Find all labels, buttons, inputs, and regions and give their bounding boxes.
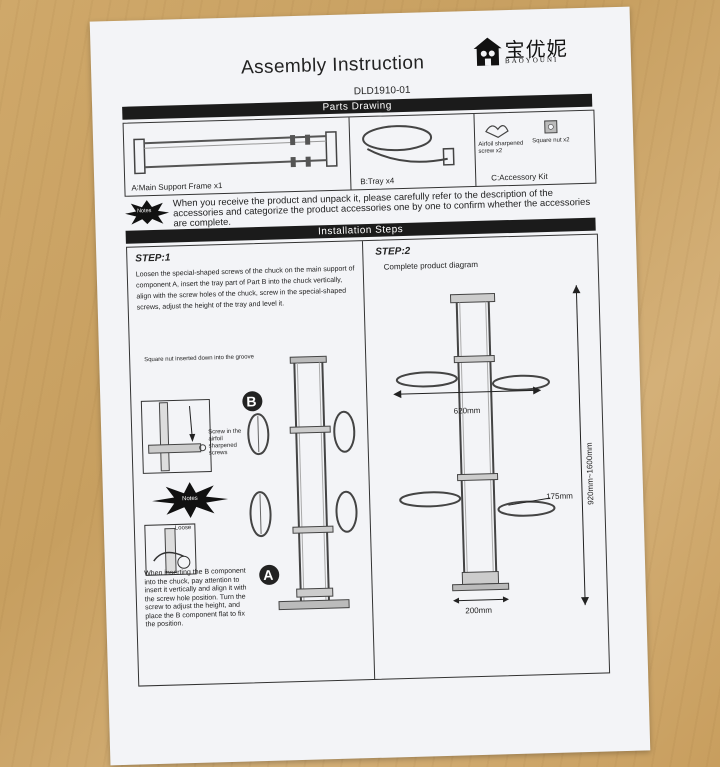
width-label: 620mm — [453, 405, 481, 416]
notes-starburst-icon — [125, 200, 170, 225]
tray-drawing — [362, 125, 455, 166]
part-c-label: C:Accessory Kit — [491, 171, 548, 183]
logo-latin: BAOYOUNI — [504, 55, 559, 66]
brand-logo: 宝优妮 BAOYOUNI — [472, 30, 583, 73]
part-b-cell: B:Tray x4 — [348, 113, 477, 190]
installation-steps: STEP:1 Loosen the special-shaped screws … — [126, 233, 611, 687]
parts-drawing-table: A∶Main Support Frame x1 B:Tray x4 Airfoi… — [122, 109, 597, 197]
part-a-label: A∶Main Support Frame x1 — [131, 181, 223, 193]
nut-label: Square nut x2 — [532, 137, 570, 145]
step1-starburst-icon — [152, 482, 229, 519]
marker-a-label: A — [263, 566, 274, 584]
marker-b-icon — [242, 391, 263, 412]
base-width-label: 200mm — [465, 605, 493, 616]
loose-label: Loose — [174, 525, 192, 532]
chuck-loosen-drawing — [144, 523, 197, 576]
logo-mark-icon — [473, 37, 502, 66]
part-b-label: B:Tray x4 — [360, 176, 395, 187]
part-a-cell: A∶Main Support Frame x1 — [123, 117, 352, 196]
notes-block: Notes When you receive the product and u… — [125, 186, 596, 229]
model-number: DLD1910-01 — [353, 84, 411, 98]
part-c-cell: Airfoil sharpened screw x2 Square nut x2… — [473, 111, 595, 186]
square-nut-icon — [544, 120, 558, 134]
step1-text: Loosen the special-shaped screws of the … — [135, 265, 355, 312]
main-support-frame-drawing — [133, 131, 338, 175]
document-title: Assembly Instruction — [240, 52, 425, 79]
step2-title: STEP:2 — [375, 245, 411, 258]
frame-assembly-drawing — [247, 355, 358, 611]
marker-a-icon — [259, 564, 280, 585]
screw-label: Airfoil sharpened screw x2 — [478, 140, 524, 155]
complete-product-drawing — [393, 285, 589, 606]
marker-b-label: B — [246, 393, 257, 410]
step2-subtitle: Complete product diagram — [383, 259, 479, 272]
groove-detail-drawing — [140, 398, 212, 474]
height-label: 920mm~1600mm — [584, 442, 596, 506]
notes-badge: Notes — [136, 208, 152, 215]
screw-note: Screw in the airfoil sharpened screws — [208, 428, 242, 457]
step1-title: STEP:1 — [135, 252, 171, 265]
airfoil-screw-icon — [485, 125, 509, 139]
instruction-sheet: Assembly Instruction DLD1910-01 宝优妮 BAOY… — [89, 6, 651, 766]
tray-width-label: 175mm — [546, 491, 573, 502]
square-nut-note: Square nut inserted down into the groove — [144, 354, 254, 364]
step1-notes-badge: Notes — [182, 495, 198, 503]
insert-note: When inserting the B component into the … — [144, 567, 247, 629]
